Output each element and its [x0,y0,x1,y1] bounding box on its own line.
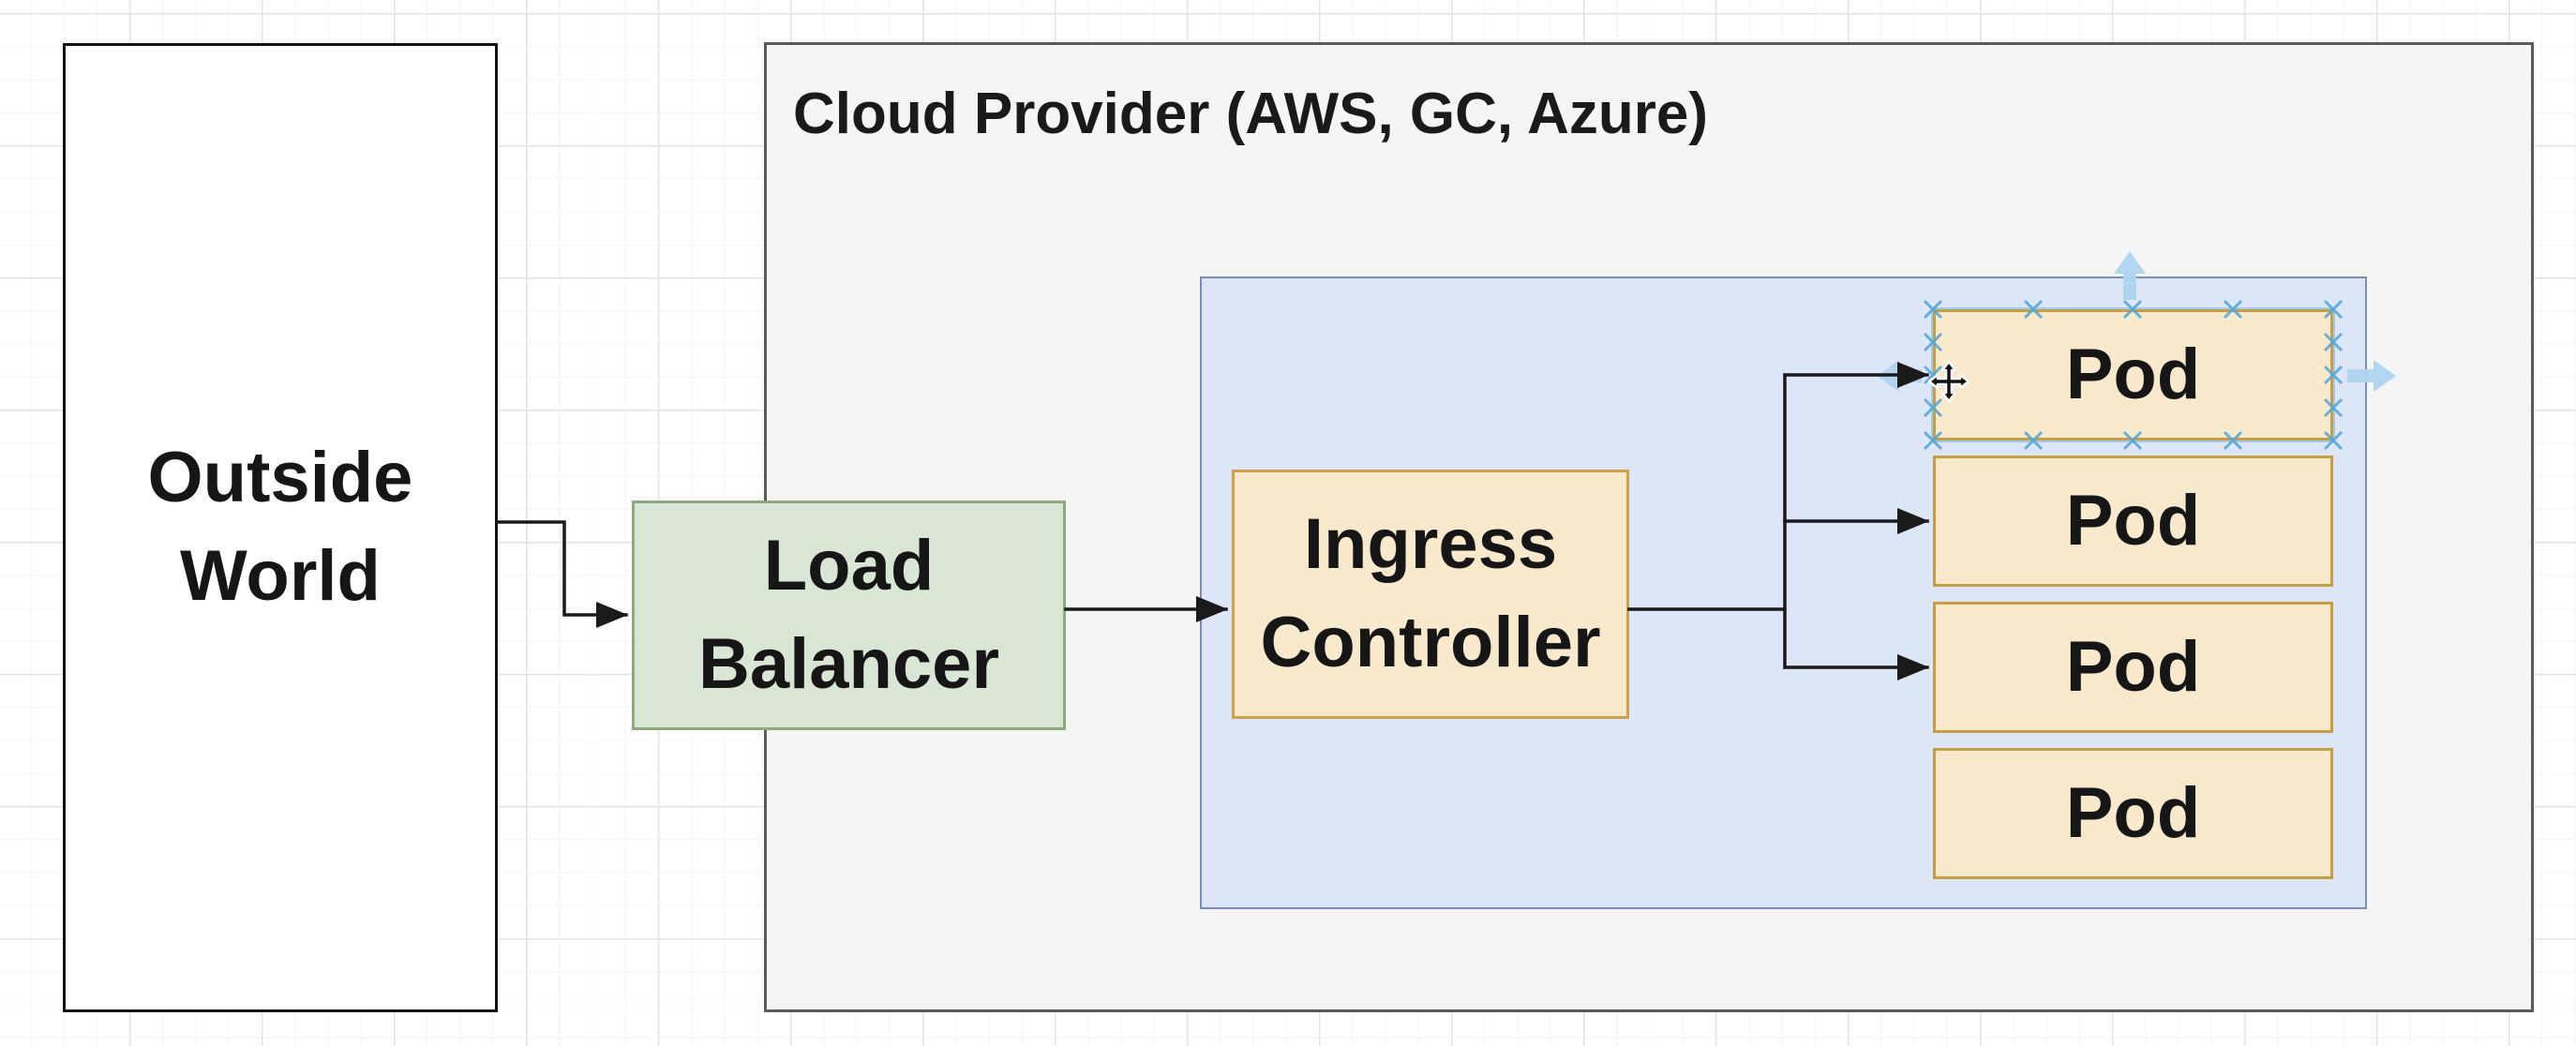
node-pod-4[interactable]: Pod [1933,748,2333,879]
node-outside-world-label: Outside World [147,438,413,616]
node-outside-world[interactable]: Outside World [63,43,498,1012]
node-pod-1[interactable]: Pod [1931,307,2335,442]
node-pod-2-label: Pod [2065,480,2201,560]
node-ingress-controller[interactable]: Ingress Controller [1232,470,1629,719]
node-pod-3-label: Pod [2065,626,2201,707]
node-load-balancer-label: Load Balancer [697,525,1000,704]
cloud-provider-title: Cloud Provider (AWS, GC, Azure) [793,82,1708,146]
node-pod-1-label: Pod [2065,334,2201,414]
node-ingress-controller-label: Ingress Controller [1260,504,1601,682]
node-pod-2[interactable]: Pod [1933,456,2333,587]
node-load-balancer[interactable]: Load Balancer [632,501,1066,730]
edge-outside-to-lb[interactable] [496,520,628,628]
node-pod-3[interactable]: Pod [1933,602,2333,733]
node-pod-4-label: Pod [2065,772,2201,853]
